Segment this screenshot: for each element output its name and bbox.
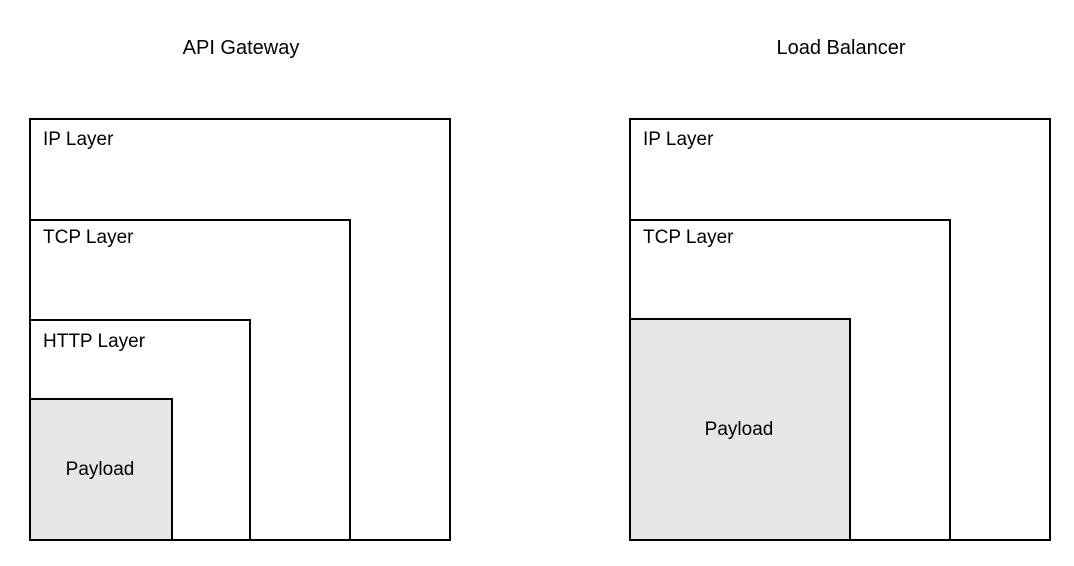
- api-gateway-ip-layer-label: IP Layer: [43, 129, 114, 150]
- load-balancer-payload-label: Payload: [704, 419, 774, 440]
- load-balancer-tcp-layer-label: TCP Layer: [643, 227, 734, 248]
- api-gateway-payload-box: [29, 398, 173, 541]
- group-title-load-balancer: Load Balancer: [776, 37, 906, 59]
- api-gateway-payload-label: Payload: [65, 459, 135, 480]
- api-gateway-http-layer-label: HTTP Layer: [43, 331, 146, 352]
- group-title-api-gateway: API Gateway: [182, 37, 300, 59]
- load-balancer-payload-box: [629, 318, 851, 541]
- load-balancer-ip-layer-label: IP Layer: [643, 129, 714, 150]
- api-gateway-tcp-layer-label: TCP Layer: [43, 227, 134, 248]
